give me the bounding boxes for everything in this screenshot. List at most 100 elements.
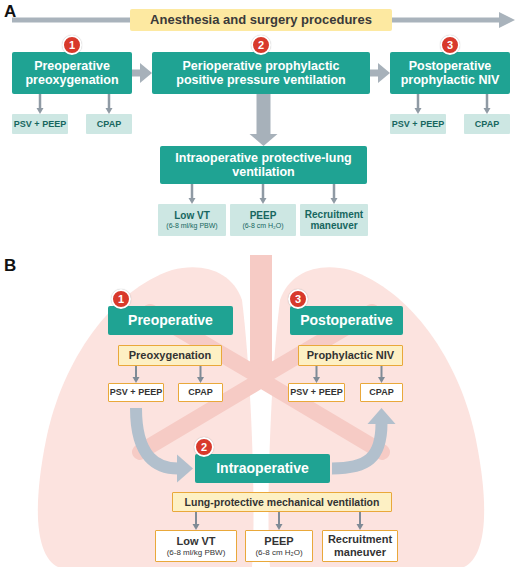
connector-line (359, 512, 361, 525)
connector (331, 184, 338, 204)
arrow-head (368, 408, 396, 424)
connector (378, 366, 385, 383)
phase-box: Preoperative preoxygenation (12, 52, 132, 94)
connector-line (135, 366, 137, 378)
node-text: PSV + PEEP (110, 387, 162, 397)
option-box: CPAP (360, 383, 403, 402)
connector (313, 366, 320, 383)
connector-line (381, 366, 383, 378)
connector-line (333, 184, 336, 199)
setting-box: Recruitment maneuver (300, 204, 368, 236)
setting-box: Low VT(6-8 ml/kg PBW) (155, 530, 237, 562)
node-text: Low VT (174, 210, 210, 222)
setting-box: PEEP(6-8 cm H₂O) (245, 530, 313, 562)
connector-line (417, 94, 420, 109)
phase-box: Perioperative prophylactic positive pres… (152, 52, 370, 94)
panel-label: A (4, 2, 16, 22)
node-text: Recruitment maneuver (302, 209, 366, 232)
option-box: PSV + PEEP (12, 114, 68, 134)
setting-box: Low VT(6-8 ml/kg PBW) (158, 204, 226, 236)
node-text: Recruitment maneuver (325, 533, 395, 558)
node-text: Intraoperative (216, 460, 309, 476)
phase-box: Postoperative prophylactic NIV (390, 52, 510, 94)
connector (484, 94, 491, 114)
node-text: Anesthesia and surgery procedures (150, 13, 372, 28)
callout-number: 3 (288, 289, 308, 309)
connector (415, 94, 422, 114)
node-text: PSV + PEEP (290, 387, 342, 397)
connector (136, 408, 193, 483)
connector-line (39, 94, 42, 109)
connector-line (195, 512, 197, 525)
connector-line (262, 184, 265, 199)
connector (106, 94, 113, 114)
option-box: CPAP (86, 114, 132, 134)
node-text: Lung-protective mechanical ventilation (185, 496, 380, 508)
timeline-head (499, 12, 515, 28)
setting-box: PEEP(6-8 cm H₂O) (230, 204, 296, 236)
arrow-head (250, 134, 278, 146)
connector (193, 512, 200, 530)
connector-line (108, 94, 111, 109)
node-text: Low VT (176, 535, 215, 548)
panel-label: B (4, 256, 16, 276)
callout-number: 3 (440, 35, 460, 55)
callout-number: 2 (251, 35, 271, 55)
connector-line (486, 94, 489, 109)
connector-line (136, 408, 178, 469)
option-box: CPAP (178, 383, 223, 402)
node-text: Perioperative prophylactic positive pres… (162, 59, 360, 88)
connector (370, 63, 390, 83)
callout-number: 1 (111, 289, 131, 309)
node-subtext: (6-8 ml/kg PBW) (166, 222, 217, 230)
connector (260, 184, 267, 204)
node-text: Preoperative (128, 312, 213, 328)
node-text: CPAP (475, 119, 499, 129)
node-subtext: (6-8 ml/kg PBW) (167, 548, 226, 557)
node-text: PSV + PEEP (14, 119, 66, 129)
node-text: Postoperative prophylactic NIV (394, 59, 506, 88)
strategy-box: Prophylactic NIV (298, 345, 403, 366)
node-text: PEEP (250, 210, 277, 222)
node-text: Intraoperative protective-lung ventilati… (164, 151, 363, 180)
node-text: CPAP (188, 387, 212, 397)
option-box: PSV + PEEP (108, 383, 164, 402)
node-text: Preoperative preoxygenation (16, 59, 128, 88)
option-box: PSV + PEEP (288, 383, 345, 402)
connector (276, 512, 283, 530)
node-subtext: (6-8 cm H₂O) (255, 548, 302, 557)
arrow-head (140, 63, 152, 83)
option-box: CPAP (464, 114, 510, 134)
connector (250, 94, 278, 146)
right-lung (268, 267, 484, 567)
node-text: Postoperative (300, 312, 393, 328)
phase-box: Intraoperative (195, 454, 330, 483)
connector-line (332, 423, 382, 469)
left-lung (38, 267, 254, 567)
connector (332, 408, 396, 469)
callout-number: 2 (194, 437, 214, 457)
connector (133, 366, 140, 383)
connector (197, 366, 204, 383)
node-text: CPAP (97, 119, 121, 129)
connector-line (257, 94, 271, 135)
phase-box: Preoperative (108, 306, 233, 335)
timeline-banner: Anesthesia and surgery procedures (130, 9, 392, 31)
option-box: PSV + PEEP (390, 114, 446, 134)
connector-line (316, 366, 318, 378)
arrow-head (378, 63, 390, 83)
connector (189, 184, 196, 204)
node-text: PSV + PEEP (392, 119, 444, 129)
connector-line (278, 512, 280, 525)
node-subtext: (6-8 cm H₂O) (242, 222, 283, 230)
strategy-box: Preoxygenation (118, 345, 222, 366)
arrow-head (177, 455, 193, 483)
phase-box: Intraoperative protective-lung ventilati… (160, 146, 367, 184)
connector (357, 512, 364, 530)
connector-line (200, 366, 202, 378)
trachea (250, 255, 272, 382)
connector (132, 63, 152, 83)
